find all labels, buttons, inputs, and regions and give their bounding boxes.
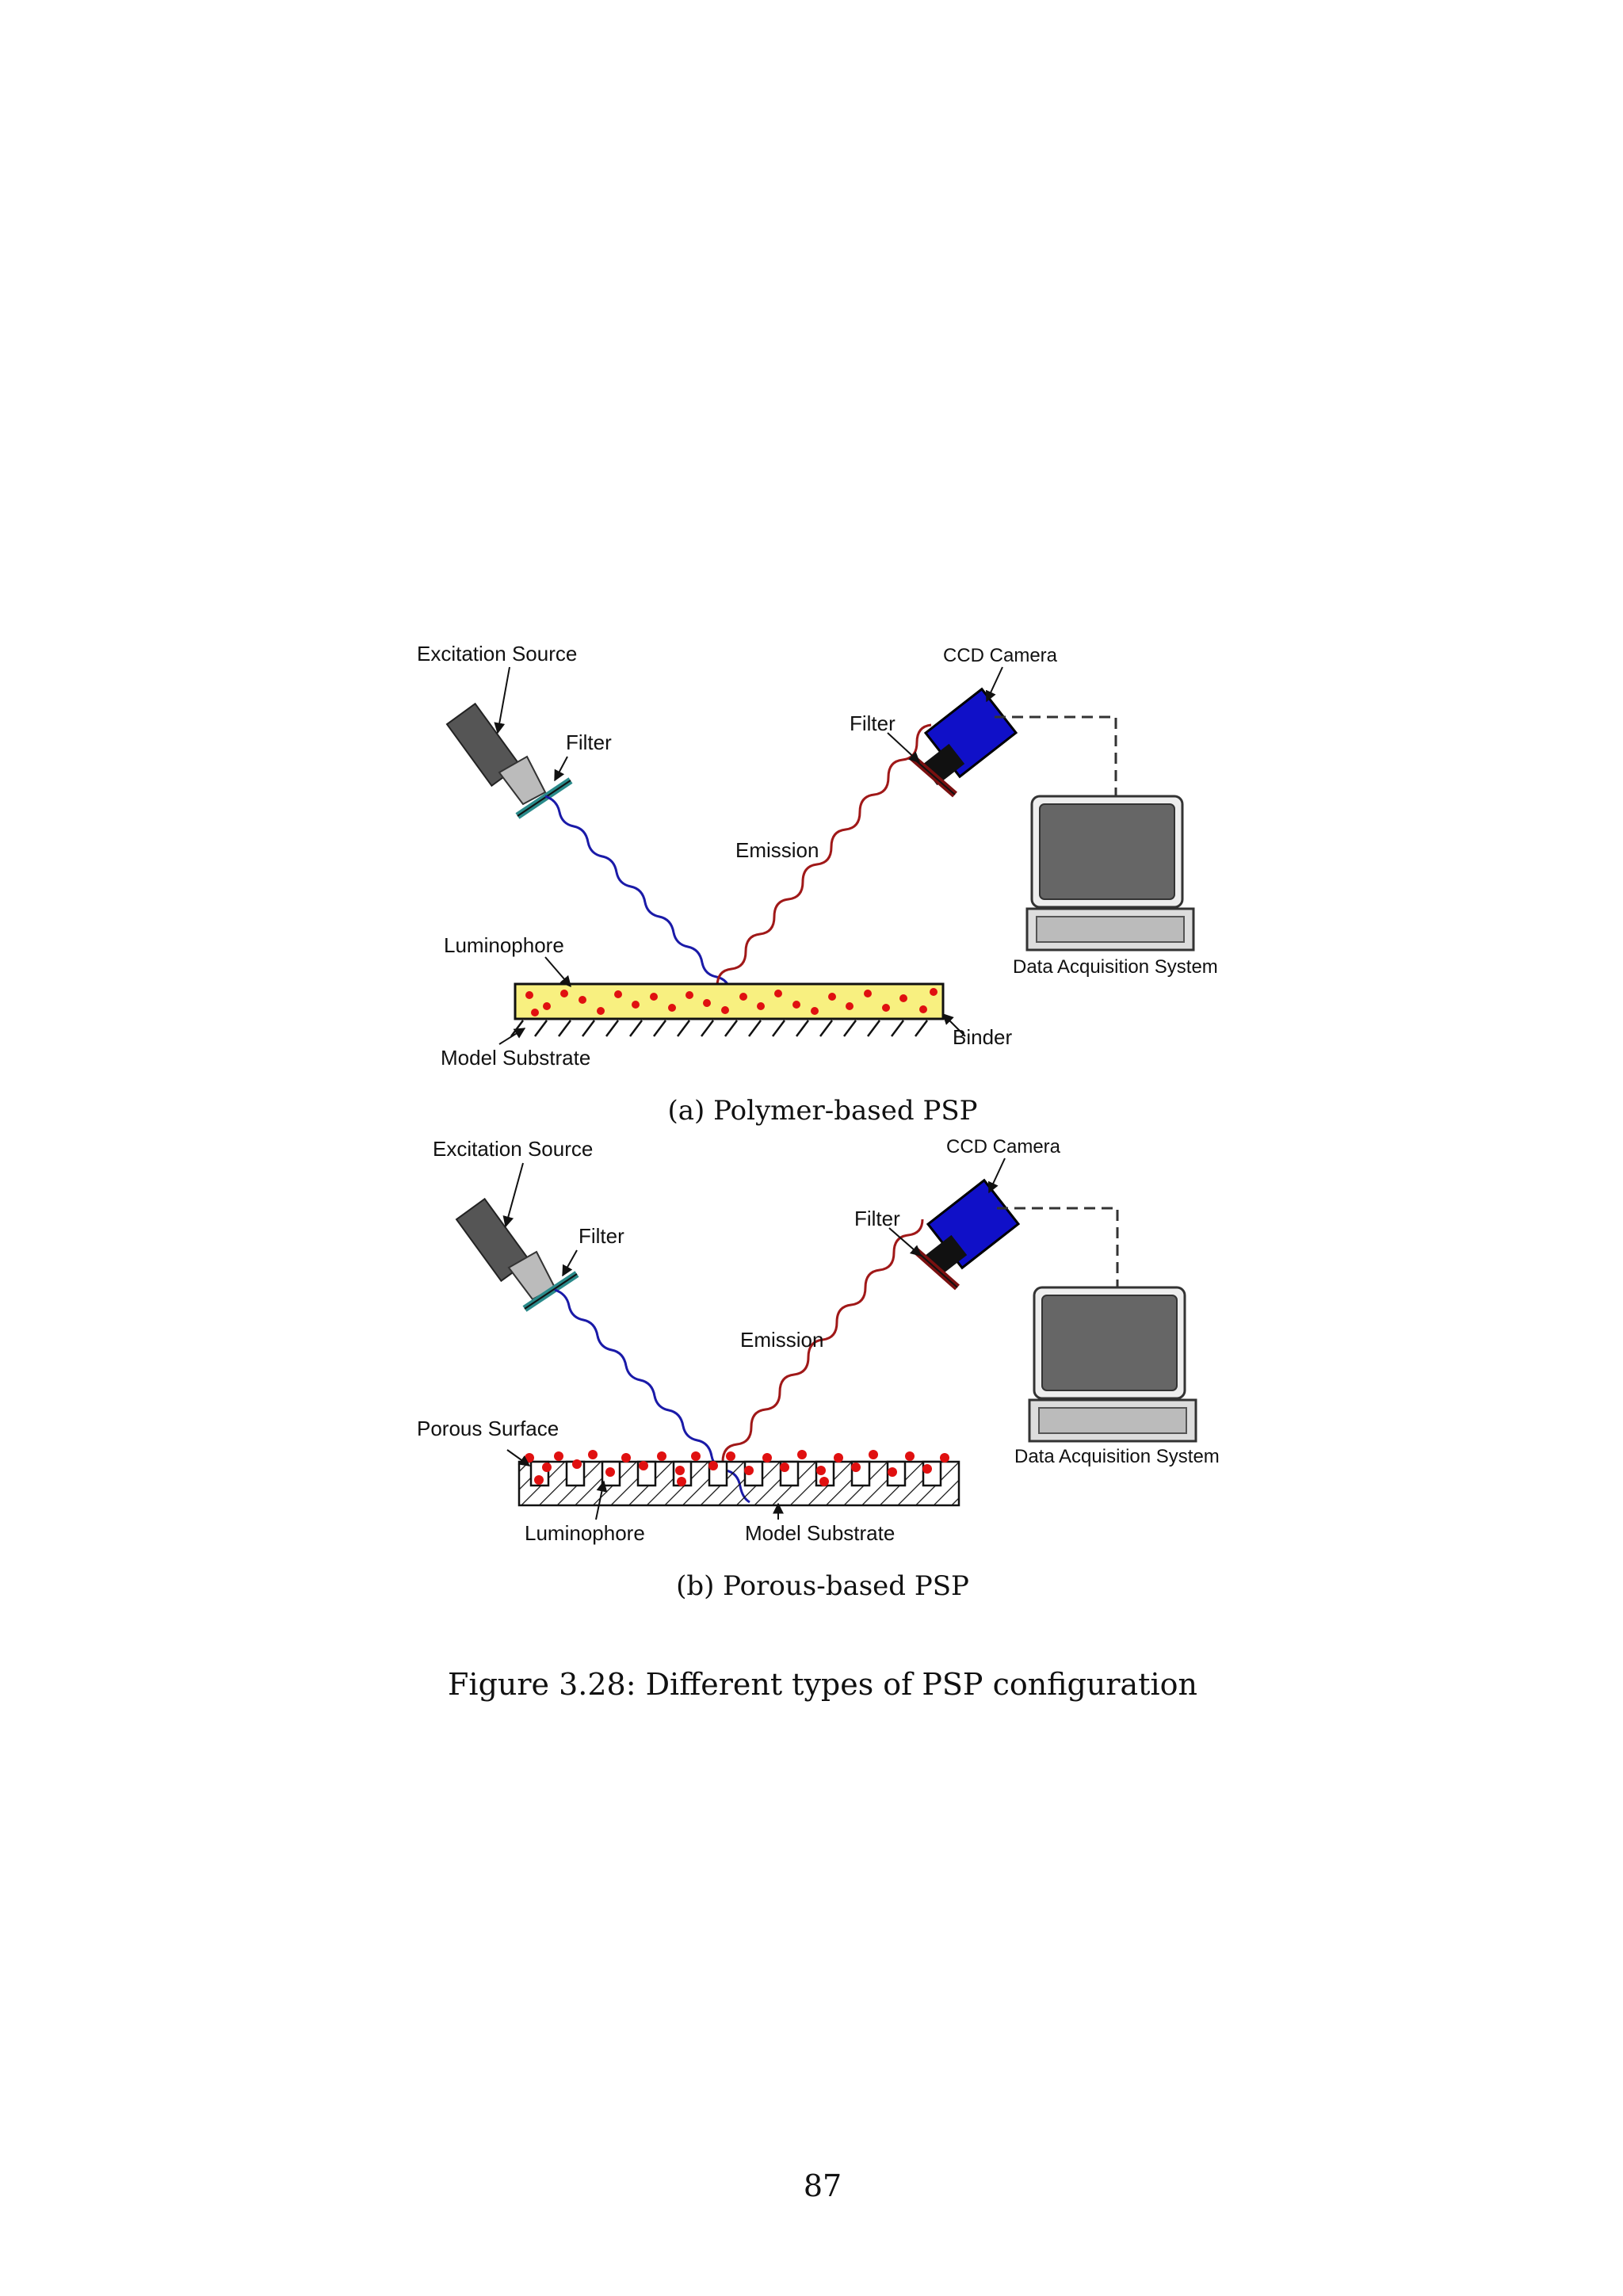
label-emission: Emission: [740, 1328, 823, 1352]
luminophore-dots: [525, 988, 938, 1016]
label-data-acquisition: Data Acquisition System: [1014, 1446, 1220, 1467]
label-excitation-source: Excitation Source: [417, 642, 577, 666]
ccd-camera-icon: [921, 687, 1018, 786]
label-luminophore: Luminophore: [525, 1521, 645, 1545]
label-filter-right: Filter: [854, 1207, 900, 1230]
page-number: 87: [804, 2168, 842, 2203]
label-ccd-camera: CCD Camera: [943, 645, 1058, 666]
subfigure-b-caption: (b) Porous-based PSP: [676, 1570, 969, 1602]
arrow-filter-right: [888, 1227, 922, 1257]
arrow-excitation: [502, 1162, 524, 1228]
label-model-substrate: Model Substrate: [441, 1046, 590, 1070]
excitation-light-path: [544, 795, 742, 1013]
label-emission: Emission: [735, 838, 819, 862]
arrow-binder: [942, 1013, 966, 1037]
label-ccd-camera: CCD Camera: [946, 1136, 1061, 1158]
arrow-luminophore: [544, 956, 571, 988]
subfigure-a-caption: (a) Polymer-based PSP: [668, 1095, 978, 1127]
arrow-substrate: [498, 1028, 526, 1045]
data-cable: [997, 1207, 1119, 1287]
arrow-ccd: [987, 1158, 1006, 1194]
label-data-acquisition: Data Acquisition System: [1013, 956, 1218, 978]
label-luminophore: Luminophore: [444, 933, 564, 957]
arrow-filter-right: [887, 732, 921, 763]
emission-light-path: [721, 1219, 924, 1463]
arrow-excitation: [494, 666, 510, 734]
subfigure-b: Excitation Source Filter CCD Camera Filt…: [417, 1136, 1220, 1602]
label-filter-left: Filter: [566, 730, 612, 754]
emission-light-path: [716, 723, 932, 987]
excitation-source-icon: [445, 702, 547, 806]
arrow-filter-left: [562, 1249, 578, 1277]
label-filter-right: Filter: [850, 711, 896, 735]
label-filter-left: Filter: [579, 1224, 624, 1248]
subfigure-a: Excitation Source Filter CCD Camera Filt…: [417, 642, 1218, 1127]
arrow-luminophore: [595, 1480, 608, 1520]
ccd-camera-icon: [923, 1178, 1021, 1277]
arrow-porous-surface: [506, 1449, 531, 1466]
computer-icon: [1025, 795, 1195, 952]
label-porous-surface: Porous Surface: [417, 1417, 559, 1440]
label-excitation-source: Excitation Source: [433, 1137, 593, 1161]
model-substrate: [510, 1020, 928, 1037]
arrow-ccd: [985, 666, 1003, 703]
label-model-substrate: Model Substrate: [745, 1521, 895, 1545]
figure-caption: Figure 3.28: Different types of PSP conf…: [448, 1667, 1197, 1702]
label-binder: Binder: [953, 1025, 1012, 1049]
data-cable: [995, 715, 1117, 796]
computer-icon: [1028, 1286, 1197, 1443]
excitation-source-icon: [455, 1197, 556, 1301]
arrow-filter-left: [554, 756, 568, 782]
binder-layer: [514, 982, 945, 1020]
luminophore-dots: [525, 1450, 949, 1486]
